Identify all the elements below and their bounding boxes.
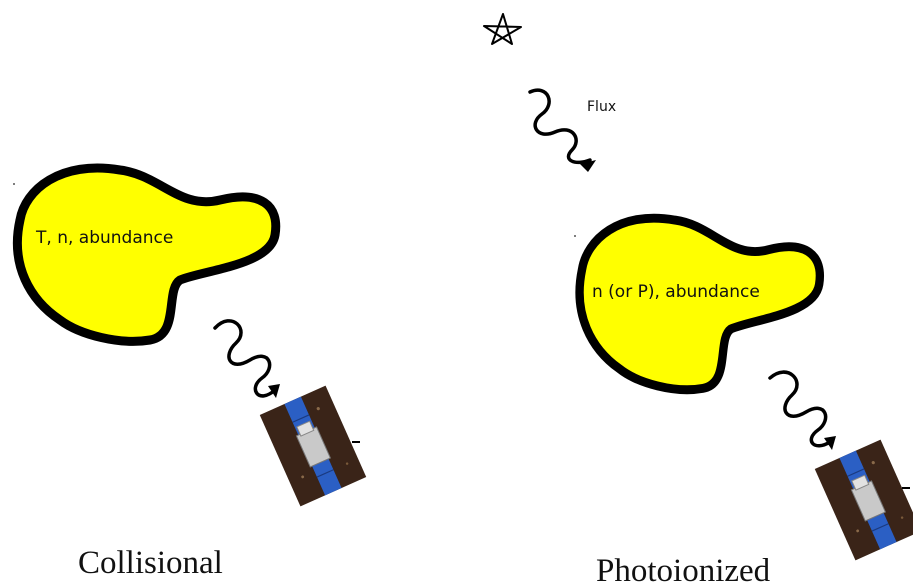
collisional-caption: Collisional <box>78 545 223 581</box>
collisional-cloud: T, n, abundance <box>17 168 275 341</box>
collisional-panel: T, n, abundance Collisional <box>17 168 367 581</box>
arrowhead-icon <box>268 384 280 398</box>
satellite-icon <box>259 385 367 507</box>
photoionized-cloud-label: n (or P), abundance <box>592 282 760 302</box>
photoionized-caption: Photoionized <box>596 553 771 584</box>
stray-dot <box>574 235 576 237</box>
collisional-emission-squiggle <box>213 319 280 398</box>
flux-squiggle <box>528 88 596 172</box>
star-icon <box>483 13 522 45</box>
arrowhead-icon <box>824 436 836 450</box>
satellite-icon <box>814 439 913 561</box>
stray-dot <box>13 183 15 185</box>
photoionized-cloud: n (or P), abundance <box>580 218 820 390</box>
flux-label: Flux <box>587 99 616 115</box>
photoionized-panel: Flux n (or P), abundance Photoionized <box>483 13 913 584</box>
collisional-cloud-label: T, n, abundance <box>35 228 173 248</box>
photoionized-emission-squiggle <box>768 370 836 450</box>
arrowhead-icon <box>580 160 596 172</box>
